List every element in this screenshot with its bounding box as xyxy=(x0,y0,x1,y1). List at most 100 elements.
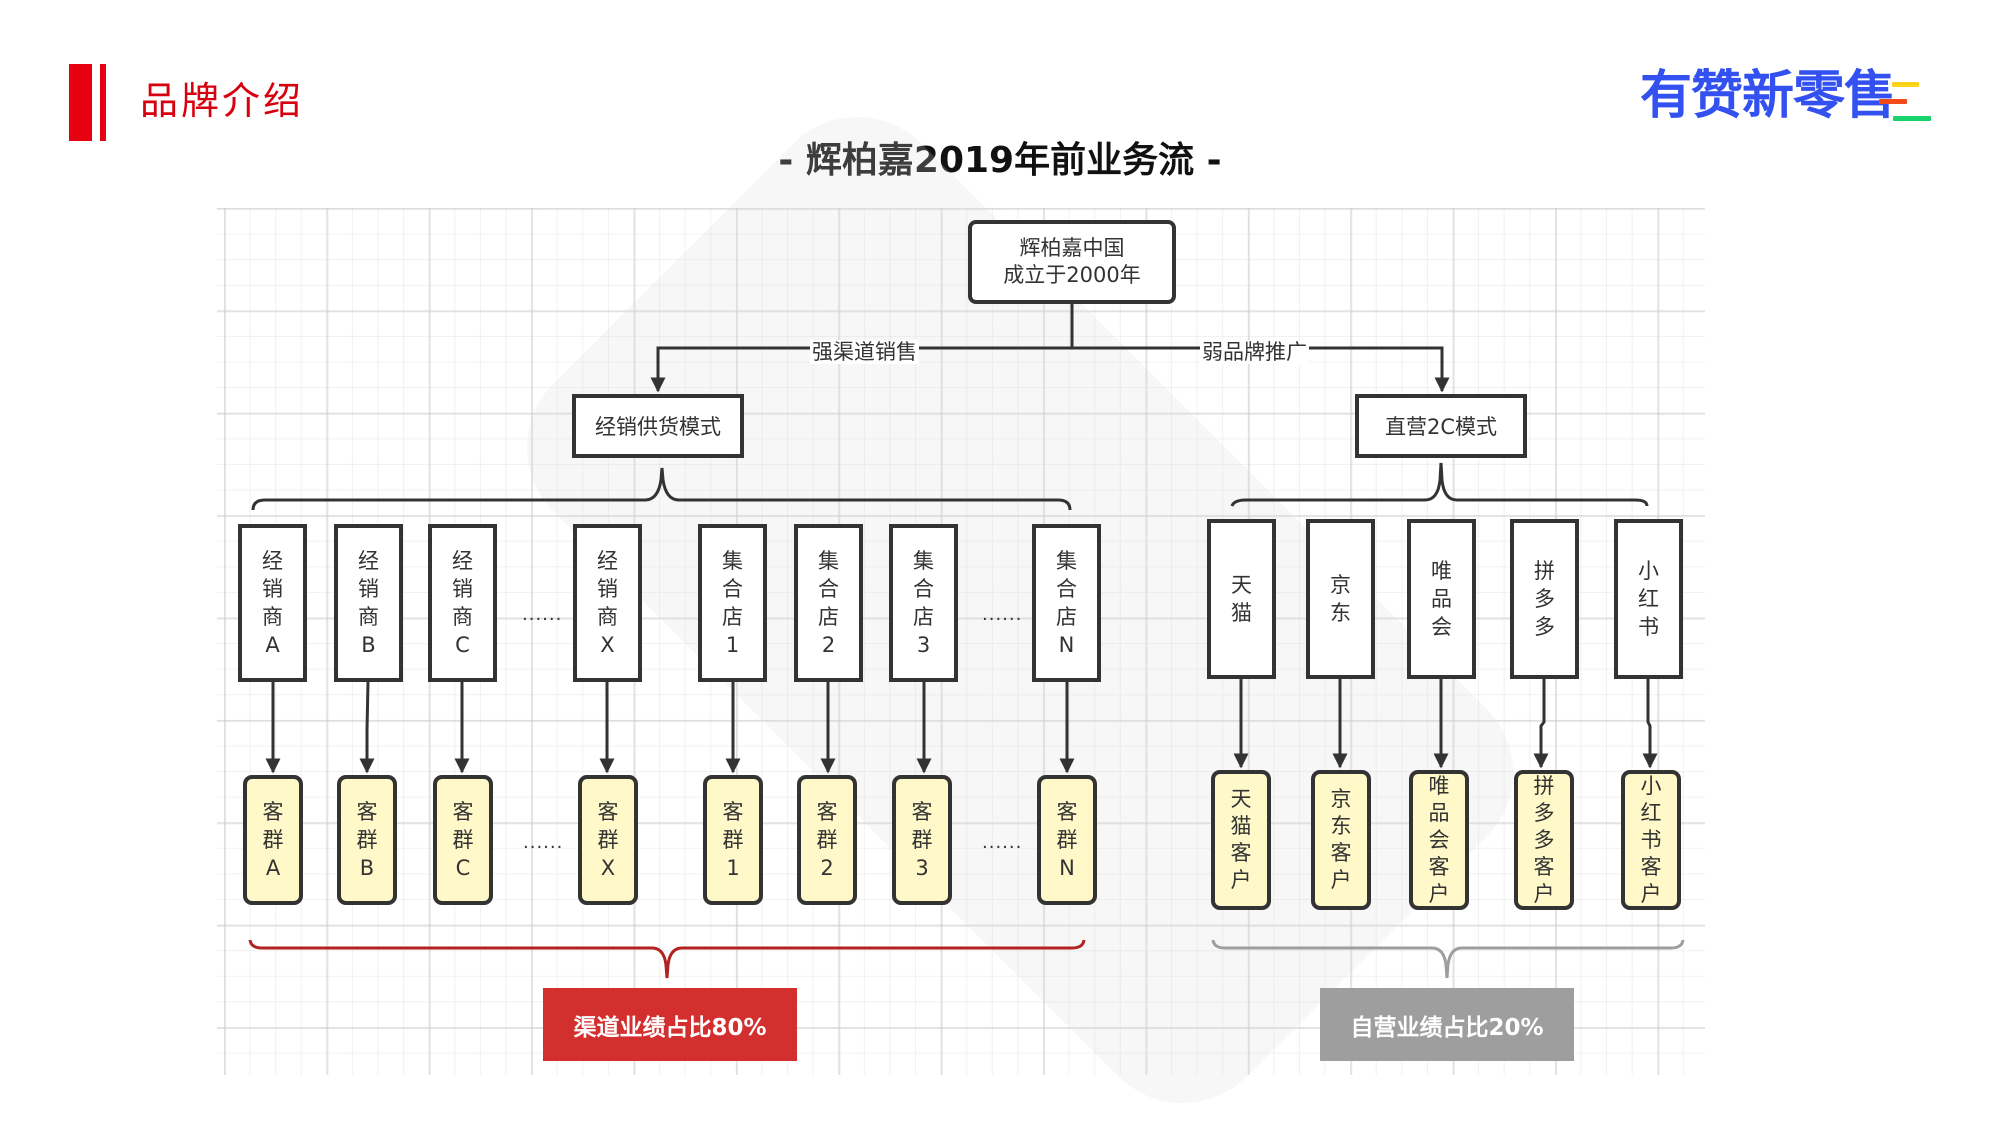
customer-group-node-char: 3 xyxy=(915,856,929,880)
mode-node-direct: 直营2C模式 xyxy=(1355,394,1527,458)
platform-customer-node-char: 会 xyxy=(1428,827,1450,852)
platform-node-char: 红 xyxy=(1638,587,1659,611)
channel-node-char: 商 xyxy=(262,605,283,629)
channel-node-char: 集 xyxy=(1056,549,1077,573)
customer-group-node-char: 群 xyxy=(816,828,838,852)
platform-customer-node-2: 京东客户 xyxy=(1311,770,1371,910)
channel-node-char: 集 xyxy=(913,549,934,573)
platform-node-char: 拼 xyxy=(1534,559,1555,583)
ellipsis-distributors: ...... xyxy=(522,604,563,625)
summary-channel-label: 渠道业绩占比80% xyxy=(573,1014,767,1041)
customer-group-node-char: 客 xyxy=(722,800,744,824)
channel-node-char: 经 xyxy=(597,549,618,573)
platform-customer-node-3: 唯品会客户 xyxy=(1409,770,1469,910)
logo-stripe-red xyxy=(1879,99,1907,104)
platform-customer-node-char: 天 xyxy=(1230,787,1252,811)
arrow-right-5 xyxy=(1642,679,1658,769)
ellipsis-customer-groups-1: ...... xyxy=(523,832,564,853)
channel-node-char: 1 xyxy=(725,633,740,657)
customer-group-node-char: A xyxy=(265,856,281,880)
section-marker-thin xyxy=(100,64,106,141)
channel-node-char: 合 xyxy=(818,577,839,601)
platform-node-1: 天猫 xyxy=(1207,519,1276,679)
platform-customer-node-char: 书 xyxy=(1640,827,1662,852)
customer-group-node-char: B xyxy=(359,856,375,880)
diagram-title: - 辉柏嘉2019年前业务流 - xyxy=(778,140,1222,181)
root-node: 辉柏嘉中国 成立于2000年 xyxy=(968,220,1176,304)
platform-node-char: 多 xyxy=(1534,587,1555,611)
platform-node-3: 唯品会 xyxy=(1407,519,1476,679)
channel-node-char: 商 xyxy=(452,605,473,629)
channel-node-char: 商 xyxy=(358,605,379,629)
customer-group-node-char: N xyxy=(1059,856,1075,880)
platform-customer-node-char: 客 xyxy=(1640,854,1662,879)
platform-customer-node-char: 小 xyxy=(1640,773,1662,798)
customer-group-node-char: 群 xyxy=(452,828,474,852)
customer-group-node-char: 客 xyxy=(816,800,838,824)
brand-logo: 有赞新零售 xyxy=(1640,66,1896,126)
edge-left xyxy=(650,346,1072,393)
platform-customer-node-char: 户 xyxy=(1330,868,1352,892)
customer-group-node-6: 客群 2 xyxy=(797,775,857,905)
platform-customer-node-char: 多 xyxy=(1533,827,1555,852)
channel-node-char: 集 xyxy=(818,549,839,573)
ellipsis-stores: ...... xyxy=(982,604,1023,625)
channel-node-char: 销 xyxy=(452,577,473,601)
section-title: 品牌介绍 xyxy=(140,79,305,123)
customer-group-node-char: 客 xyxy=(452,800,474,824)
edge-label-left: 强渠道销售 xyxy=(810,340,919,364)
channel-node-char: N xyxy=(1058,633,1075,657)
customer-group-node-char: 群 xyxy=(722,828,744,852)
ellipsis-customer-groups-2: ...... xyxy=(982,832,1023,853)
customer-group-node-char: X xyxy=(600,856,616,880)
customer-group-node-char: 群 xyxy=(911,828,933,852)
customer-group-node-7: 客群 3 xyxy=(892,775,952,905)
root-node-name: 辉柏嘉中国 xyxy=(1019,236,1125,260)
brace-direct-summary xyxy=(1211,939,1685,979)
platform-node-char: 京 xyxy=(1330,573,1351,597)
platform-customer-node-char: 户 xyxy=(1230,868,1252,892)
platform-node-char: 唯 xyxy=(1431,559,1452,583)
customer-group-node-char: 2 xyxy=(820,856,834,880)
channel-node-char: B xyxy=(361,633,376,657)
platform-node-4: 拼多多 xyxy=(1510,519,1579,679)
platform-customer-node-char: 户 xyxy=(1533,881,1555,906)
platform-node-2: 京东 xyxy=(1306,519,1375,679)
platform-customer-node-4: 拼多多客户 xyxy=(1514,770,1574,910)
customer-group-node-char: 客 xyxy=(1056,800,1078,824)
platform-customer-node-char: 客 xyxy=(1428,854,1450,879)
platform-customer-node-char: 户 xyxy=(1640,881,1662,906)
channel-node-6: 集合店 2 xyxy=(794,524,863,682)
channel-node-char: 销 xyxy=(358,577,379,601)
platform-node-char: 会 xyxy=(1431,615,1452,639)
mode-node-distribution: 经销供货模式 xyxy=(572,394,744,458)
summary-direct-label: 自营业绩占比20% xyxy=(1350,1014,1544,1041)
platform-node-char: 小 xyxy=(1638,559,1659,583)
channel-node-char: A xyxy=(265,633,280,657)
channel-node-char: 经 xyxy=(452,549,473,573)
channel-node-char: 店 xyxy=(913,605,934,629)
channel-node-char: 2 xyxy=(821,633,836,657)
logo-stripe-green xyxy=(1893,116,1931,121)
brace-left-group xyxy=(251,467,1072,511)
channel-node-char: 店 xyxy=(818,605,839,629)
arrow-left-2 xyxy=(359,681,375,774)
channel-node-char: 经 xyxy=(358,549,379,573)
channel-node-char: 3 xyxy=(916,633,931,657)
platform-customer-node-char: 拼 xyxy=(1533,773,1555,798)
channel-node-char: 经 xyxy=(262,549,283,573)
platform-node-char: 书 xyxy=(1638,615,1659,639)
platform-customer-node-char: 京 xyxy=(1330,787,1352,811)
customer-group-node-char: 1 xyxy=(726,856,740,880)
platform-node-char: 东 xyxy=(1330,601,1351,625)
customer-group-node-char: 客 xyxy=(911,800,933,824)
platform-customer-node-char: 东 xyxy=(1330,814,1352,838)
platform-node-char: 天 xyxy=(1231,573,1252,597)
channel-node-char: 销 xyxy=(597,577,618,601)
